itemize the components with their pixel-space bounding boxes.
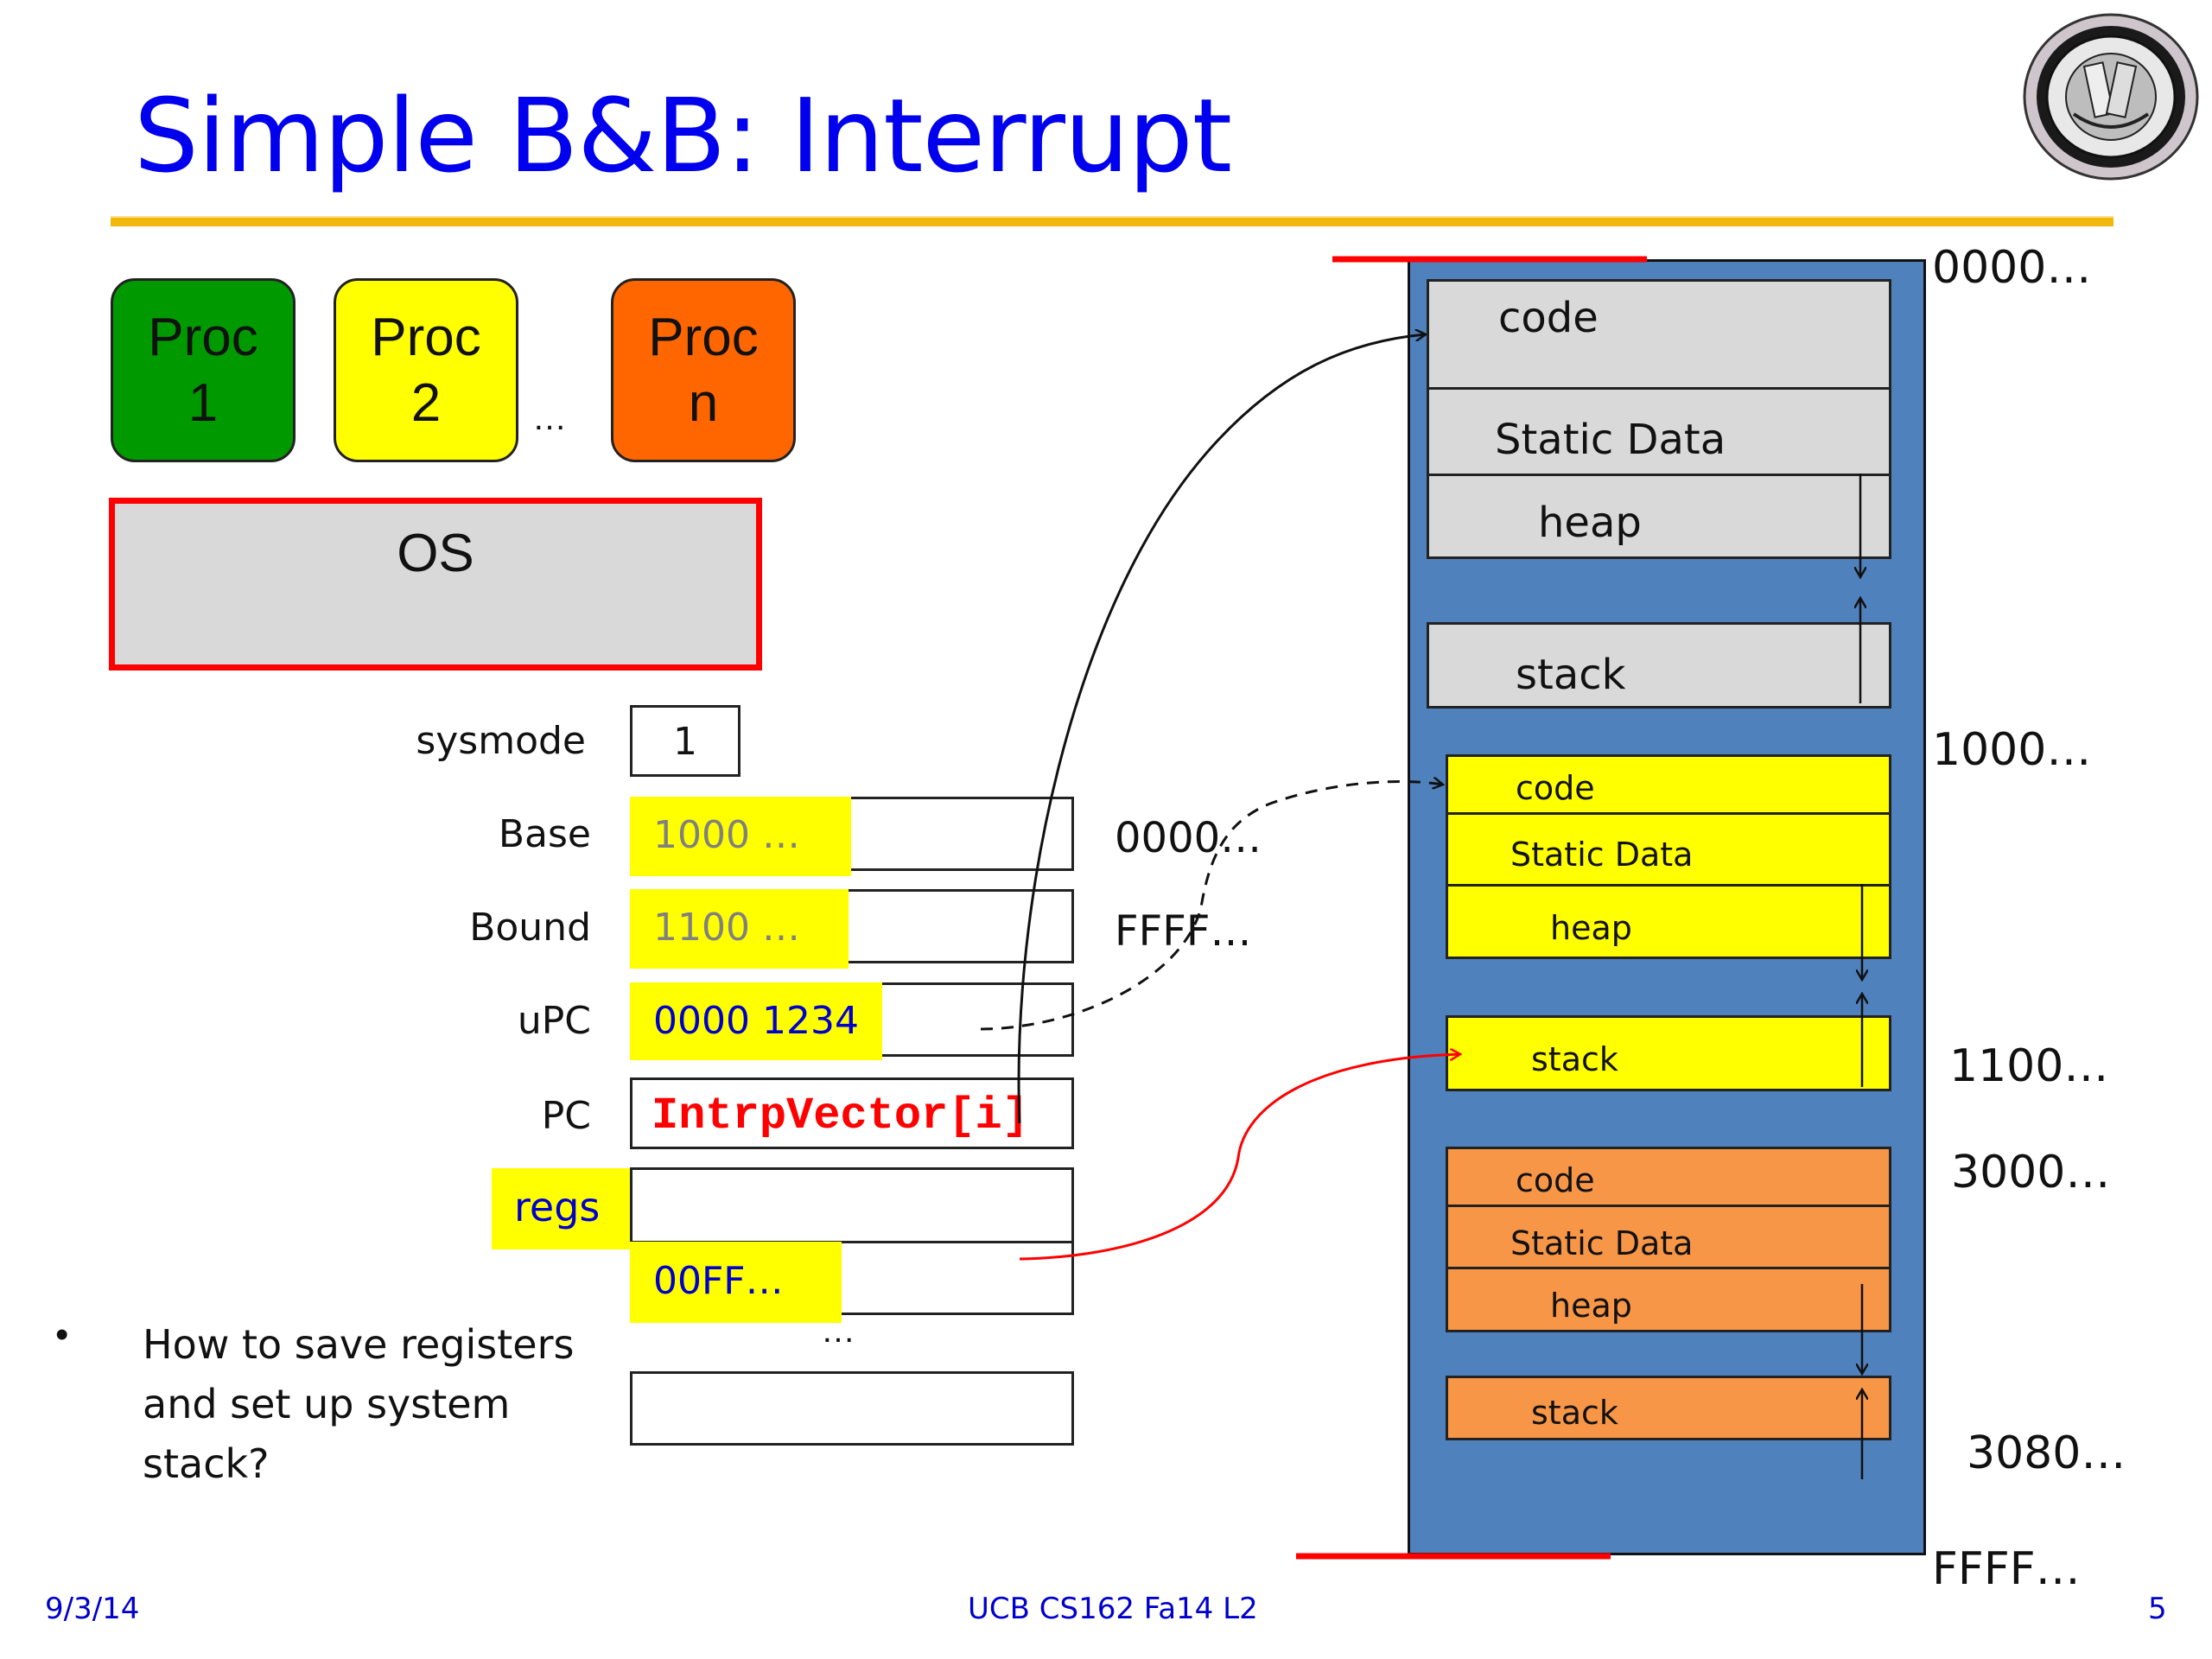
os-code-segment: code <box>1427 279 1891 390</box>
bullet-marker: • <box>55 1313 69 1356</box>
address-3000: 3000… <box>1951 1147 2111 1198</box>
os-heap-segment: heap <box>1427 474 1891 559</box>
upc-highlight <box>630 982 882 1060</box>
regs-register-last <box>630 1371 1074 1446</box>
footer-page-number: 5 <box>2148 1592 2167 1626</box>
registers-ellipsis: … <box>821 1312 855 1350</box>
regs-to-proc2-stack-arrow <box>1019 1054 1460 1261</box>
base-register: 1000 … <box>630 797 1074 876</box>
title-divider <box>111 216 2113 226</box>
process-n-label: Proc <box>648 307 759 367</box>
process-ellipsis: … <box>532 399 567 437</box>
procn-static-data-segment: Static Data <box>1446 1205 1891 1269</box>
bound-virtual-address: FFFF… <box>1115 907 1252 956</box>
procn-code-segment: code <box>1446 1147 1891 1207</box>
regs-value-highlight <box>630 1242 842 1323</box>
base-highlight <box>630 797 851 876</box>
footer-course: UCB CS162 Fa14 L2 <box>968 1592 1258 1626</box>
sysmode-register: 1 <box>630 705 741 777</box>
pc-to-os-code-arrow <box>1017 334 1426 1124</box>
sysmode-value: 1 <box>673 720 697 764</box>
address-1000: 1000… <box>1932 724 2092 776</box>
process-1-box: Proc 1 <box>111 278 296 462</box>
process-2-number: 2 <box>410 372 442 433</box>
bound-highlight <box>630 889 849 969</box>
os-label: OS <box>397 524 474 583</box>
base-label: Base <box>498 812 591 856</box>
pc-register: IntrpVector[i] <box>630 1077 1074 1149</box>
process-1-label: Proc <box>148 307 258 367</box>
question-text: How to save registers and set up system … <box>143 1321 575 1487</box>
address-1100: 1100… <box>1949 1040 2109 1092</box>
regs-value: 00FF… <box>653 1259 784 1303</box>
process-1-number: 1 <box>188 372 219 433</box>
process-2-box: Proc 2 <box>334 278 518 462</box>
process-n-number: n <box>688 372 719 433</box>
regs-label: regs <box>514 1184 601 1230</box>
process-n-box: Proc n <box>611 278 796 462</box>
os-stack-segment: stack <box>1427 622 1891 709</box>
address-ffff: FFFF… <box>1932 1543 2081 1595</box>
pc-value: IntrpVector[i] <box>652 1090 1029 1141</box>
bound-register: 1100 … <box>630 889 1074 969</box>
uc-seal-icon <box>2020 10 2202 183</box>
base-virtual-address: 0000… <box>1115 814 1262 862</box>
proc2-heap-segment: heap <box>1446 884 1891 959</box>
procn-heap-segment: heap <box>1446 1267 1891 1332</box>
base-value: 1000 … <box>653 813 800 857</box>
proc2-stack-segment: stack <box>1446 1015 1891 1091</box>
upc-value: 0000 1234 <box>653 999 859 1043</box>
upc-register: 0000 1234 <box>630 982 1074 1060</box>
proc2-code-segment: code <box>1446 754 1891 815</box>
sysmode-label: sysmode <box>416 719 586 763</box>
footer-date: 9/3/14 <box>45 1592 140 1626</box>
regs-register-1 <box>630 1167 1074 1243</box>
os-box: OS <box>109 498 762 671</box>
address-0000: 0000… <box>1932 242 2092 294</box>
address-3080: 3080… <box>1967 1427 2126 1479</box>
slide-title: Simple B&B: Interrupt <box>134 76 1232 195</box>
regs-register-2: 00FF… <box>630 1241 1074 1323</box>
proc2-static-data-segment: Static Data <box>1446 812 1891 887</box>
pc-label: PC <box>541 1094 591 1138</box>
os-static-data-segment: Static Data <box>1427 387 1891 476</box>
bound-value: 1100 … <box>653 906 800 950</box>
procn-stack-segment: stack <box>1446 1376 1891 1440</box>
process-2-label: Proc <box>371 307 481 367</box>
upc-label: uPC <box>517 999 591 1043</box>
bound-label: Bound <box>469 906 591 950</box>
physical-memory: code Static Data heap stack code Static … <box>1408 259 1926 1555</box>
regs-label-highlight <box>492 1168 632 1249</box>
